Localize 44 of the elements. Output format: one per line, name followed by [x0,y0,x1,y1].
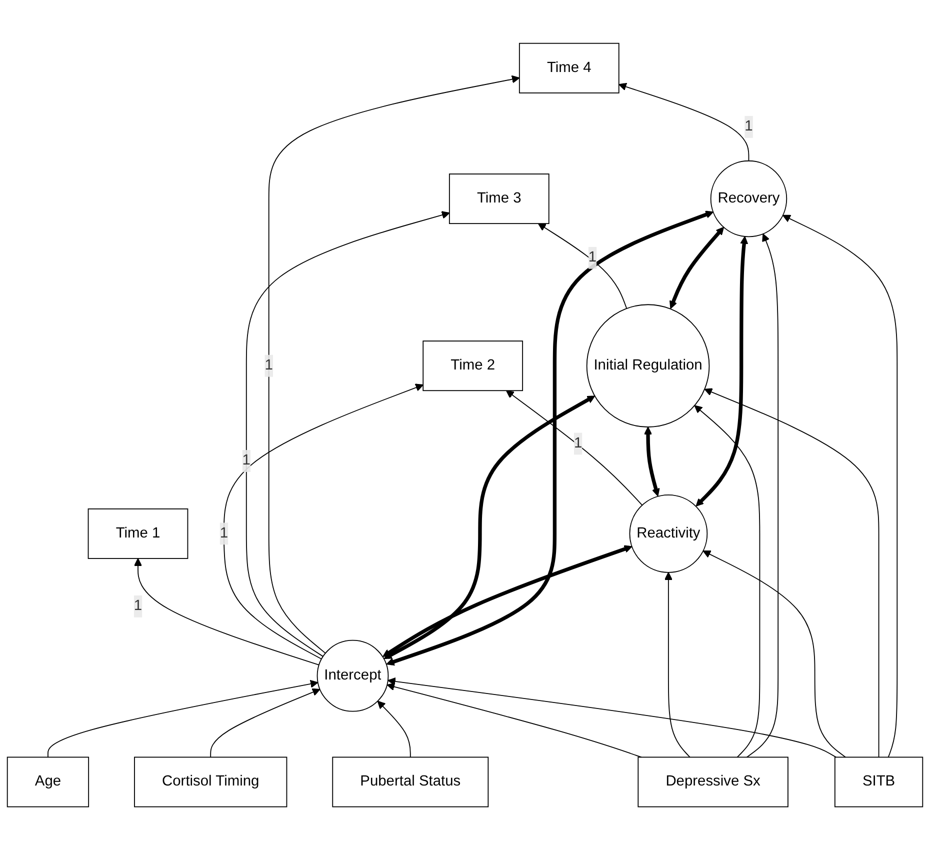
arrow [644,426,660,496]
node-box: Depressive Sx [638,756,788,808]
arrow [506,390,643,506]
edge-label: 1 [574,435,582,451]
arrow [246,210,450,657]
arrow [694,405,760,758]
arrow [223,384,424,660]
node-box: Time 4 [518,42,620,94]
edge-label: 1 [242,452,250,468]
arrow [746,233,779,758]
arrow [704,388,880,758]
edge-label: 1 [588,250,597,266]
arrow [538,223,628,309]
arrow [664,572,690,758]
arrow [696,236,748,506]
node-circle: Initial Regulation [586,304,710,428]
node-box: Time 1 [88,508,188,559]
edge-label: 1 [134,598,142,614]
node-circle: Recovery [710,160,788,238]
edge-label: 1 [264,357,273,374]
arrow [268,75,520,654]
node-box: Time 2 [422,340,524,391]
edge-label: 1 [744,118,753,134]
node-box: Time 3 [448,173,550,224]
arrow [670,226,724,309]
node-box: SITB [834,756,924,808]
edge-label: 1 [220,525,228,541]
node-box: Cortisol Timing [134,756,288,808]
arrow [134,558,320,666]
arrow [382,545,632,657]
arrow [384,396,596,659]
arrow [210,688,320,758]
node-circle: Reactivity [629,494,708,573]
node-circle: Intercept [316,640,389,712]
arrow [388,677,836,758]
arrow [386,210,714,666]
arrow [618,82,750,162]
node-box: Pubertal Status [332,756,489,808]
arrow [386,682,642,758]
node-box: Age [6,756,90,808]
arrow [377,700,411,758]
arrow [782,214,898,758]
arrow [702,550,846,758]
arrow [48,680,318,758]
